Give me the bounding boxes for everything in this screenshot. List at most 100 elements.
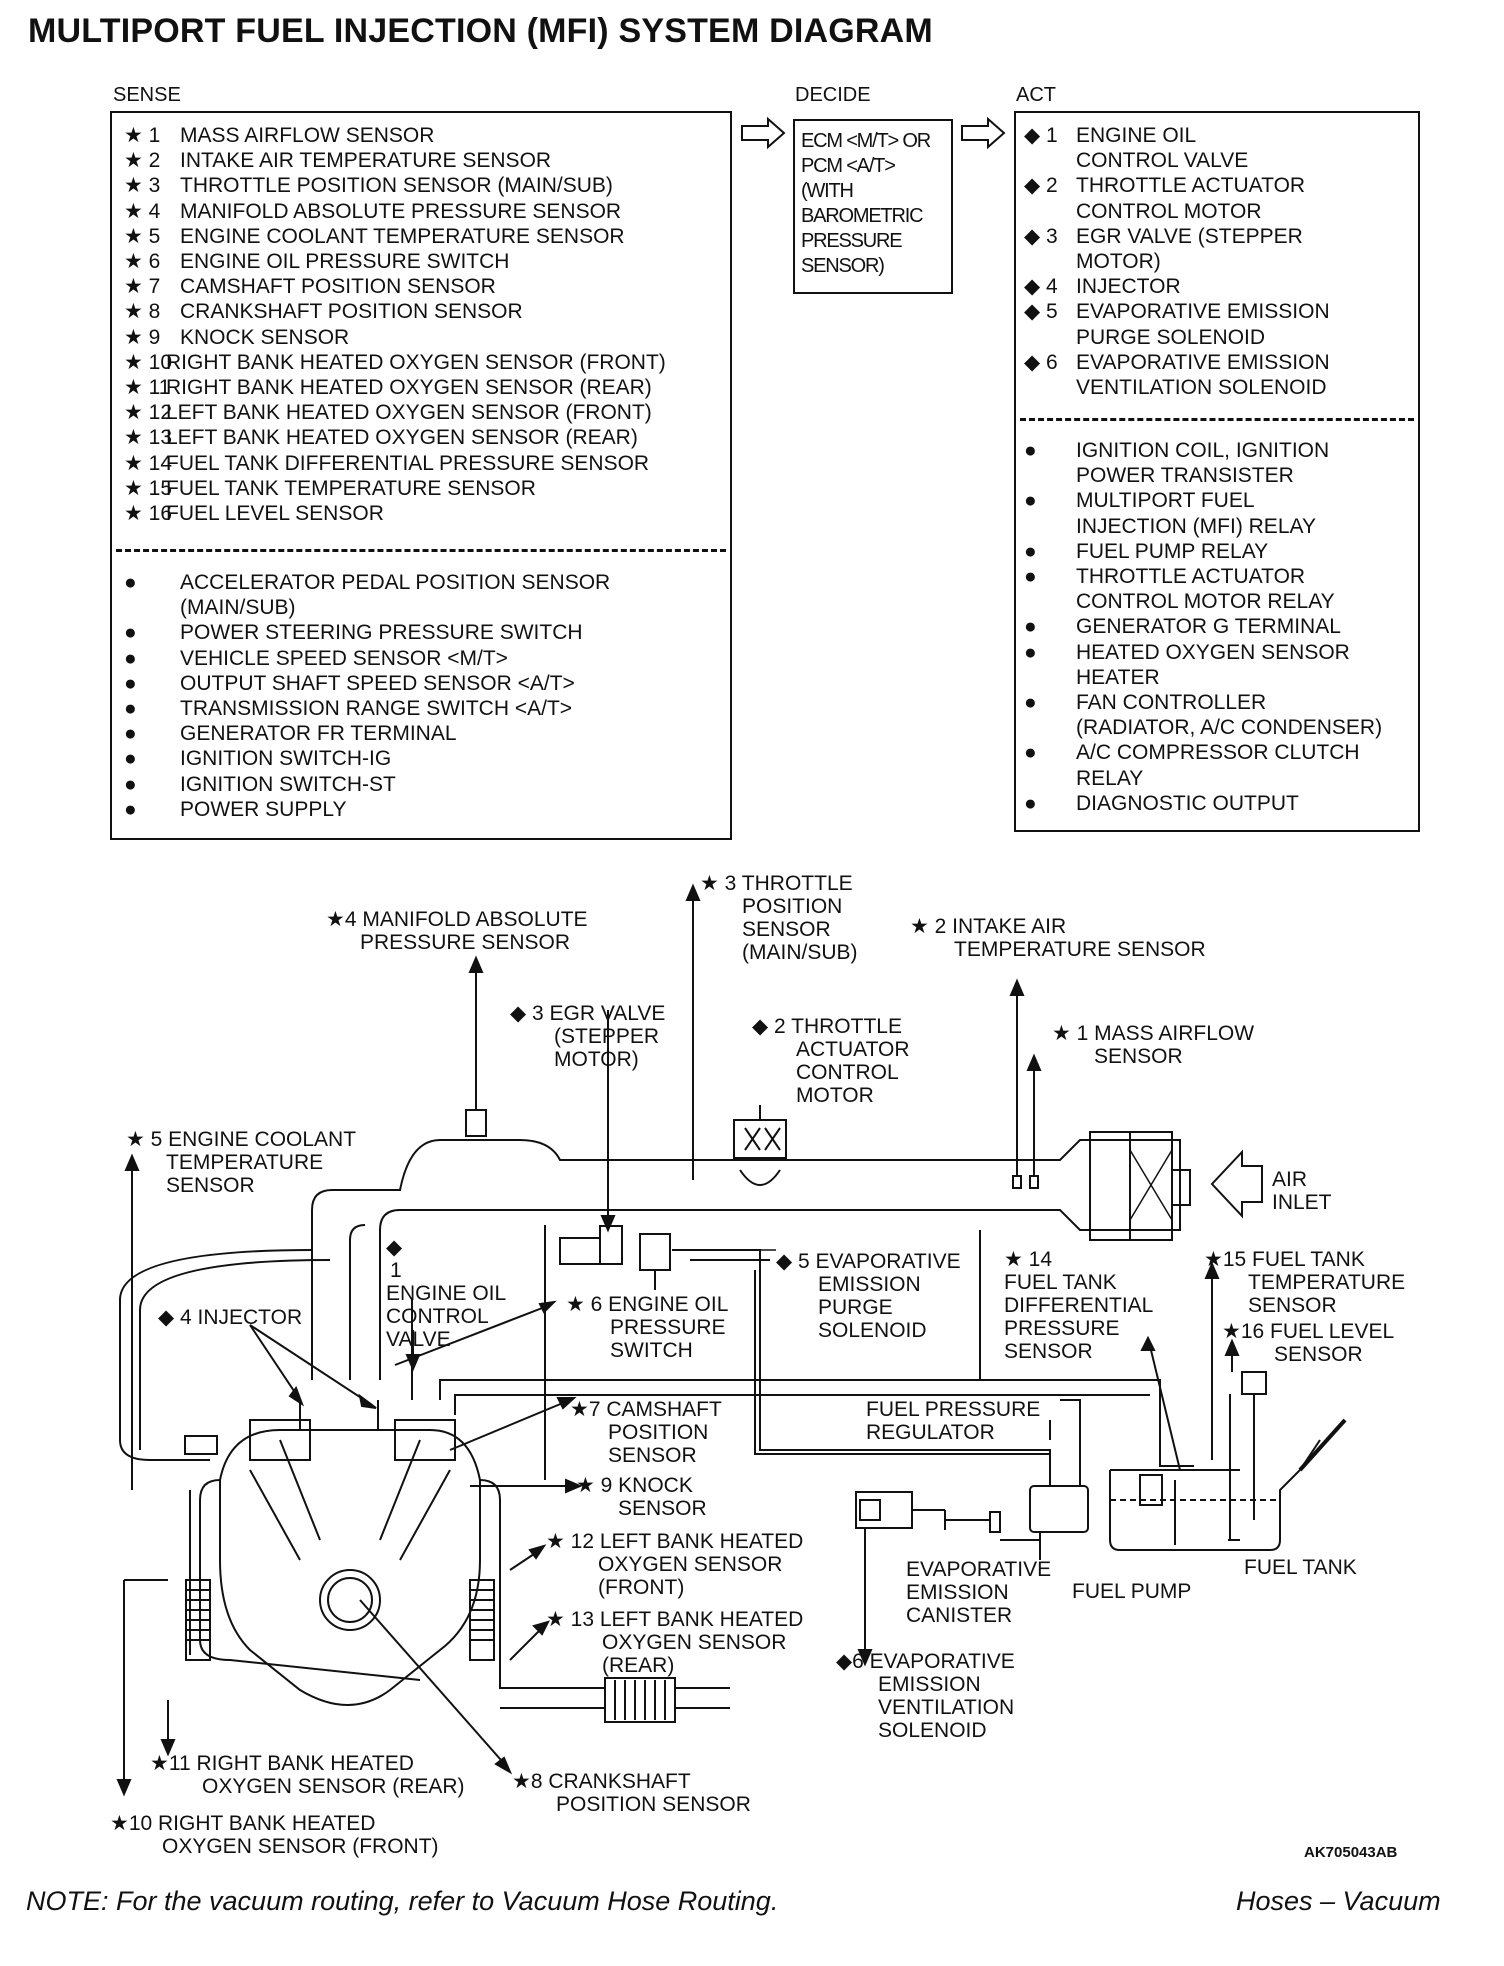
act-item-number: ◆ 5 [1024,300,1058,324]
sense-item-number: ★ 2 [124,149,161,173]
sense-item-label: INTAKE AIR TEMPERATURE SENSOR [180,149,552,173]
sense-item-number: ★ 9 [124,325,161,349]
left-exhaust [479,1479,501,1640]
sense-item-number: ★ 15 [124,476,173,500]
sense-item-label: FUEL TANK DIFFERENTIAL PRESSURE SENSOR [166,451,650,475]
sense-other-label: (MAIN/SUB) [180,596,296,620]
decide-line: SENSOR) [801,255,885,277]
bullet-icon: ● [124,772,137,796]
sense-item-number: ★ 3 [124,174,161,198]
air-inlet-arrow [1210,1149,1263,1219]
act-item-number: ◆ 6 [1024,350,1058,374]
sense-item-number: ★ 16 [124,502,173,525]
intake-plenum [311,1139,1181,1380]
right-head [249,1419,311,1461]
sense-item-number: ★ 6 [124,250,161,273]
sense-item-label: LEFT BANK HEATED OXYGEN SENSOR (REAR) [166,426,638,450]
act-other-label: (RADIATOR, A/C CONDENSER) [1076,716,1383,740]
act-item-label: EGR VALVE (STEPPER [1076,224,1303,248]
act-heading: ACT [1016,84,1056,106]
sense-heading: SENSE [113,84,181,106]
sense-other-label: IGNITION SWITCH-IG [180,747,392,771]
sense-other-label: POWER STEERING PRESSURE SWITCH [180,621,583,645]
act-item-number: ◆ 2 [1024,174,1058,198]
act-other-label: POWER TRANSISTER [1076,464,1294,488]
throttle-actuator-motor [733,1119,787,1159]
sense-item-number: ★ 1 [124,124,161,147]
bullet-icon: ● [1024,489,1037,513]
sense-item-label: LEFT BANK HEATED OXYGEN SENSOR (FRONT) [166,401,652,425]
sense-item-label: MANIFOLD ABSOLUTE PRESSURE SENSOR [180,199,622,223]
bullet-icon: ● [1024,691,1037,714]
sense-item-number: ★ 7 [124,275,161,299]
sense-item-label: ENGINE OIL PRESSURE SWITCH [180,250,510,273]
decide-line: ECM <M/T> OR [801,130,931,152]
act-divider [1020,418,1414,421]
coolant-hose [119,1249,313,1461]
bullet-icon: ● [124,797,137,821]
sense-other-label: OUTPUT SHAFT SPEED SENSOR <A/T> [180,671,575,695]
act-item-label: EVAPORATIVE EMISSION [1076,300,1330,324]
sense-other-label: TRANSMISSION RANGE SWITCH <A/T> [180,697,573,720]
act-item-label: MOTOR) [1076,250,1161,273]
bullet-icon: ● [1024,791,1037,815]
sense-item-label: ENGINE COOLANT TEMPERATURE SENSOR [180,224,625,248]
act-item-label: ENGINE OIL [1076,124,1197,147]
bullet-icon: ● [124,722,137,746]
bullet-icon: ● [1024,741,1037,765]
vent-solenoid [855,1491,913,1529]
act-item-label: VENTILATION SOLENOID [1076,376,1327,399]
act-item-label: EVAPORATIVE EMISSION [1076,350,1330,374]
fuel-pump [1139,1474,1163,1506]
act-other-label: INJECTION (MFI) RELAY [1076,514,1316,538]
decide-to-act-arrow [961,116,1006,150]
sense-item-number: ★ 12 [124,401,173,425]
bullet-icon: ● [1024,539,1037,563]
bullet-icon: ● [124,621,137,645]
left-head [394,1419,456,1461]
fuel-tank [1109,1439,1321,1551]
decide-line: PCM <A/T> [801,155,896,177]
label-fuel-pump: FUEL PUMP [1072,1580,1192,1603]
act-item-number: ◆ 4 [1024,275,1058,299]
engine-block [219,1429,481,1706]
sense-item-label: CRANKSHAFT POSITION SENSOR [180,300,523,324]
sense-to-decide-arrow [741,116,786,150]
sense-item-label: RIGHT BANK HEATED OXYGEN SENSOR (REAR) [166,376,652,399]
bullet-icon: ● [1024,615,1037,639]
egr-valve [559,1237,601,1265]
bullet-icon: ● [1024,565,1037,588]
figure-code: AK705043AB [1304,1844,1398,1861]
sense-item-label: RIGHT BANK HEATED OXYGEN SENSOR (FRONT) [166,350,666,374]
act-other-label: MULTIPORT FUEL [1076,489,1255,513]
sense-item-label: FUEL TANK TEMPERATURE SENSOR [166,476,536,500]
sense-item-number: ★ 11 [124,376,171,399]
act-other-label: IGNITION COIL, IGNITION [1076,439,1330,462]
act-other-label: CONTROL MOTOR RELAY [1076,590,1335,614]
sense-other-label: POWER SUPPLY [180,797,347,821]
bullet-icon: ● [124,747,137,771]
page-title: MULTIPORT FUEL INJECTION (MFI) SYSTEM DI… [28,12,933,50]
sense-divider [116,549,726,552]
